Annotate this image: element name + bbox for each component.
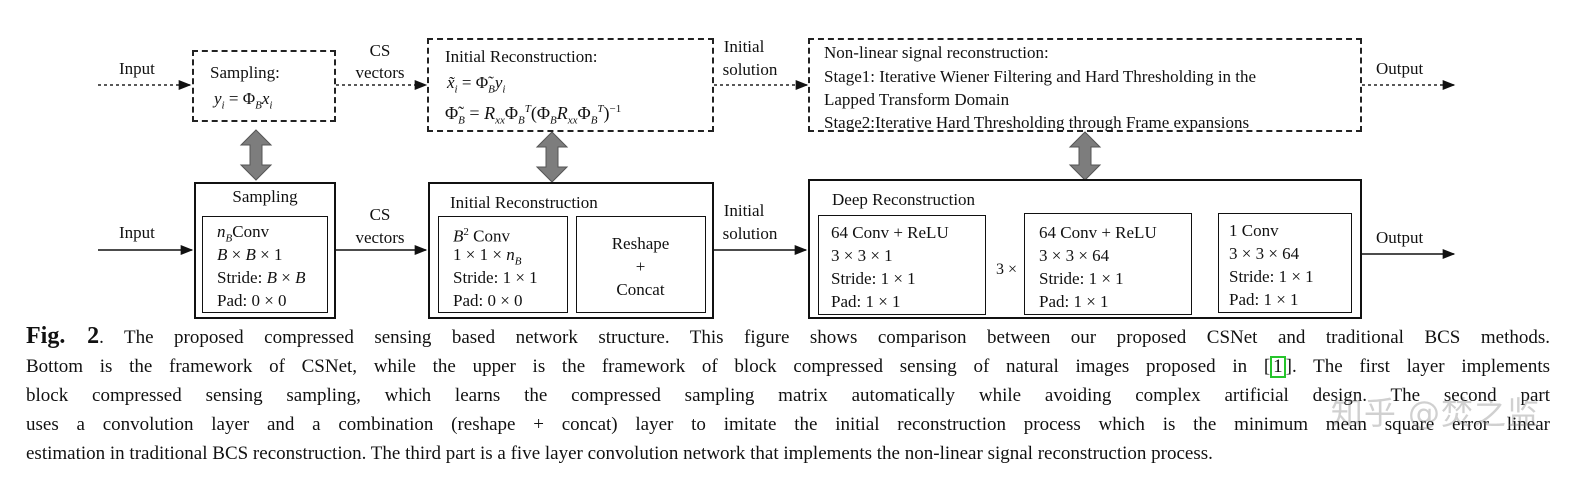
nonlinear-correspondence-arrow — [1068, 131, 1102, 181]
upper-initial-title: Initial Reconstruction: — [445, 47, 598, 66]
upper-stage1-line1: Stage1: Iterative Wiener Filtering and H… — [824, 67, 1257, 86]
block3-line1: 1 Conv — [1229, 221, 1279, 240]
lower-conv-block-3: 1 Conv 3 × 3 × 64 Stride: 1 × 1 Pad: 1 ×… — [1218, 213, 1352, 313]
block2-line1: 64 Conv + ReLU — [1039, 223, 1157, 242]
block2-line2: 3 × 3 × 64 — [1039, 246, 1110, 265]
lower-init-stride: Stride: 1 × 1 — [453, 268, 538, 287]
caption-line-4: uses a convolution layer and a combinati… — [26, 414, 1550, 435]
lower-conv-block-1: 64 Conv + ReLU 3 × 3 × 1 Stride: 1 × 1 P… — [818, 215, 986, 315]
lower-initsol-label-1: Initial — [723, 201, 765, 220]
lower-deep-reconstruction-box: Deep Reconstruction 64 Conv + ReLU 3 × 3… — [808, 179, 1362, 319]
block3-line4: Pad: 1 × 1 — [1229, 290, 1299, 309]
repeat-label: 3 × — [996, 261, 1018, 278]
lower-sampling-conv: nBConv — [217, 222, 270, 245]
lower-sampling-pad: Pad: 0 × 0 — [217, 291, 287, 310]
block2-line3: Stride: 1 × 1 — [1039, 269, 1124, 288]
lower-cs-label-1: CS — [369, 205, 391, 224]
lower-sampling-stride: Stride: B × B — [217, 268, 306, 287]
lower-sampling-inner-box: nBConv B × B × 1 Stride: B × B Pad: 0 × … — [202, 216, 328, 313]
lower-init-conv: B2 Conv — [453, 226, 510, 246]
lower-init-kernel: 1 × 1 × nB — [453, 245, 522, 268]
lower-cs-label-2: vectors — [355, 228, 405, 247]
caption-line-2: Bottom is the framework of CSNet, while … — [26, 352, 1550, 381]
block3-line3: Stride: 1 × 1 — [1229, 267, 1314, 286]
upper-nonlinear-box: Non-linear signal reconstruction: Stage1… — [808, 38, 1362, 132]
block1-line1: 64 Conv + ReLU — [831, 223, 949, 242]
lower-input-label: Input — [119, 223, 155, 242]
upper-stage1-line2: Lapped Transform Domain — [824, 90, 1010, 109]
sampling-correspondence-arrow — [239, 129, 273, 181]
caption-line-5: estimation in traditional BCS reconstruc… — [26, 443, 1213, 464]
initial-correspondence-arrow — [535, 131, 569, 183]
lower-reshape-line2: + — [635, 257, 646, 276]
caption-line-2-post: ]. The first layer implements — [1285, 356, 1550, 377]
lower-initial-reconstruction-box: Initial Reconstruction B2 Conv 1 × 1 × n… — [428, 182, 714, 319]
lower-reshape-line1: Reshape — [611, 234, 670, 253]
lower-init-pad: Pad: 0 × 0 — [453, 291, 523, 310]
upper-sampling-title: Sampling: — [210, 63, 280, 82]
upper-initial-equation-1: x̃i = Φ̃Byi — [447, 73, 506, 96]
lower-sampling-box: Sampling nBConv B × B × 1 Stride: B × B … — [194, 182, 336, 319]
upper-sampling-box: Sampling: yi = ΦBxi — [192, 50, 336, 122]
lower-conv-block-2: 64 Conv + ReLU 3 × 3 × 64 Stride: 1 × 1 … — [1024, 213, 1192, 315]
lower-output-label: Output — [1376, 228, 1424, 247]
caption-line-2-pre: Bottom is the framework of CSNet, while … — [26, 356, 1271, 377]
lower-reshape-line3: Concat — [616, 280, 665, 299]
lower-reshape-concat-box: Reshape + Concat — [576, 216, 706, 313]
upper-nonlinear-title: Non-linear signal reconstruction: — [824, 43, 1049, 62]
upper-cs-label-2: vectors — [355, 63, 405, 82]
upper-stage2: Stage2:Iterative Hard Thresholding throu… — [824, 113, 1250, 132]
watermark: 知乎 @焚之监 — [1330, 394, 1540, 432]
block1-line2: 3 × 3 × 1 — [831, 246, 893, 265]
lower-sampling-kernel: B × B × 1 — [217, 245, 283, 264]
lower-init-conv-box: B2 Conv 1 × 1 × nB Stride: 1 × 1 Pad: 0 … — [438, 216, 568, 313]
upper-cs-label-1: CS — [369, 41, 391, 60]
upper-input-label: Input — [119, 59, 155, 78]
figure-label: Fig. 2 — [26, 323, 100, 349]
upper-initsol-label-1: Initial — [723, 37, 765, 56]
block2-line4: Pad: 1 × 1 — [1039, 292, 1109, 311]
upper-initsol-label-2: solution — [722, 60, 778, 79]
lower-initial-title: Initial Reconstruction — [450, 193, 598, 212]
figure-caption: Fig. 2. The proposed compressed sensing … — [26, 322, 1550, 468]
upper-output-label: Output — [1376, 59, 1424, 78]
upper-initial-reconstruction-box: Initial Reconstruction: x̃i = Φ̃Byi Φ̃B … — [427, 38, 714, 132]
caption-line-3: block compressed sensing sampling, which… — [26, 385, 1550, 406]
caption-line-1: Fig. 2. The proposed compressed sensing … — [26, 322, 1550, 352]
lower-sampling-title: Sampling — [232, 187, 298, 206]
caption-line-1-text: . The proposed compressed sensing based … — [99, 327, 1551, 348]
block3-line2: 3 × 3 × 64 — [1229, 244, 1300, 263]
lower-deep-title: Deep Reconstruction — [832, 190, 976, 209]
upper-sampling-equation: yi = ΦBxi — [214, 89, 273, 112]
citation-link[interactable]: 1 — [1270, 356, 1286, 378]
upper-initial-equation-2: Φ̃B = RxxΦBT(ΦBRxxΦBT)−1 — [445, 103, 622, 127]
lower-initsol-label-2: solution — [722, 224, 778, 243]
block1-line3: Stride: 1 × 1 — [831, 269, 916, 288]
block1-line4: Pad: 1 × 1 — [831, 292, 901, 311]
